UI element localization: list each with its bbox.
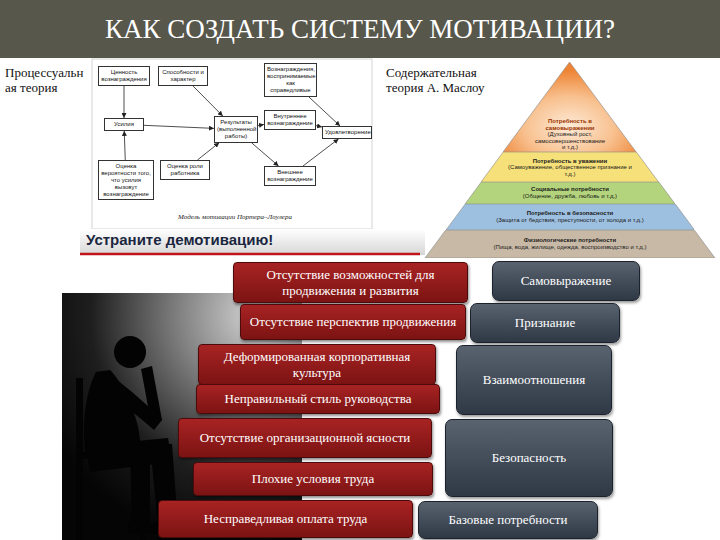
model-box: Усилия (104, 118, 144, 131)
need-box: Признание (470, 303, 620, 343)
need-heading: Потребность в уважении (533, 158, 607, 165)
need-box: Взаимоотношения (456, 345, 612, 415)
need-description: (Общение, дружба, любовь и т.д.) (523, 193, 617, 200)
need-heading: Социальные потребности (531, 186, 609, 193)
pyramid-level: Физиологические потребности(Пища, вода, … (425, 230, 715, 258)
box-text: Оценка вероятности того, что усилия вызо… (101, 163, 151, 197)
box-text: Самовыражение (521, 273, 612, 289)
box-text: Ценность вознаграждения (101, 69, 147, 83)
model-box: Внешнее вознаграждение (264, 166, 316, 186)
need-box: Базовые потребности (418, 501, 598, 539)
slide-title: КАК СОЗДАТЬ СИСТЕМУ МОТИВАЦИИ? (0, 0, 720, 58)
title-bar: КАК СОЗДАТЬ СИСТЕМУ МОТИВАЦИИ? (0, 0, 720, 58)
model-box: Ценность вознаграждения (98, 66, 150, 86)
box-text: Удовлетворение (325, 129, 369, 136)
arrow-connector (303, 139, 339, 166)
demotivator-box: Неправильный стиль руководства (196, 384, 440, 414)
box-text: Отсутствие возможностей для продвижения … (242, 267, 459, 298)
theory-label: Содержательная теория А. Маслоу (386, 66, 510, 96)
heading-underline (80, 253, 420, 256)
pyramid-level: Потребность в уважении(Самоуважение, общ… (481, 152, 659, 182)
box-text: Неправильный стиль руководства (225, 391, 412, 407)
need-heading: Физиологические потребности (524, 237, 616, 244)
theory-label: Процессуальн ая теория (5, 66, 91, 96)
pyramid-text-box: Социальные потребности(Общение, дружба, … (484, 183, 655, 203)
pyramid-level-fill (465, 182, 675, 204)
pyramid-level: Потребность в самовыражении(Духовный рос… (503, 62, 636, 152)
box-text: Вознаграждения, воспринимаемые как справ… (267, 66, 314, 94)
model-box: Внутреннее вознаграждение (264, 110, 316, 130)
figure-caption: Модель мотивации Портера–Лоулера (150, 213, 320, 221)
box-text: Базовые потребности (449, 512, 568, 528)
pyramid-text-box: Физиологические потребности(Пища, вода, … (449, 231, 691, 257)
model-panel (92, 59, 372, 229)
pyramid-level-fill (425, 230, 715, 258)
box-text: Признание (515, 315, 575, 331)
box-text: Взаимоотношения (483, 372, 585, 388)
pyramid-level: Потребность в безопасности(Защита от бед… (446, 204, 695, 230)
pyramid-text-box: Потребность в безопасности(Защита от бед… (468, 205, 672, 229)
pyramid-level: Социальные потребности(Общение, дружба, … (465, 182, 675, 204)
demotivator-box: Отсутствие перспектив продвижения (240, 304, 466, 340)
need-description: (Самоуважение, общественное признание и … (506, 164, 634, 177)
pyramid-level-fill (481, 152, 659, 182)
demotivator-box: Несправедливая оплата труда (158, 500, 413, 538)
box-text: Деформированная корпоративная культура (207, 349, 427, 380)
model-box: Вознаграждения, воспринимаемые как справ… (264, 63, 317, 97)
model-box: Результаты (выполненной работы) (214, 116, 258, 143)
arrow-connector (251, 143, 278, 166)
model-box: Удовлетворение (322, 126, 372, 139)
pyramid-level-fill (503, 62, 636, 152)
heading-band (80, 229, 425, 255)
demotivator-box: Плохие условия труда (193, 462, 433, 496)
pyramid-text-box: Потребность в уважении(Самоуважение, общ… (506, 154, 634, 181)
section-heading: Устраните демотивацию! (86, 231, 416, 248)
arrow-connector (193, 86, 223, 116)
box-text: Внешнее вознаграждение (267, 169, 313, 183)
model-box: Оценка вероятности того, что усилия вызо… (98, 160, 154, 200)
need-heading: Потребность в безопасности (527, 210, 614, 217)
arrow-connector (197, 143, 219, 160)
box-text: Отсутствие перспектив продвижения (250, 314, 456, 330)
need-description: (Защита от бедствия, преступности, от хо… (496, 217, 644, 224)
arrow-connector (124, 131, 125, 160)
need-heading: Потребность в самовыражении (533, 118, 608, 131)
arrow-connector (144, 125, 214, 128)
demotivator-box: Отсутствие организационной ясности (178, 418, 432, 458)
box-text: Несправедливая оплата труда (204, 511, 368, 527)
need-description: (Духовный рост, самосовершенствование и … (533, 131, 608, 151)
pyramid-level-fill (446, 204, 695, 230)
pyramid-text-box: Потребность в самовыражении(Духовный рос… (533, 118, 608, 151)
need-description: (Пища, вода, жилище, одежда, воспроизвод… (494, 244, 647, 251)
box-text: Способности и характер (161, 69, 205, 83)
box-text: Безопасность (492, 450, 567, 466)
model-box: Способности и характер (158, 66, 208, 86)
demotivator-box: Отсутствие возможностей для продвижения … (233, 262, 468, 303)
box-text: Отсутствие организационной ясности (200, 430, 411, 446)
box-text: Плохие условия труда (252, 471, 374, 487)
demotivator-box: Деформированная корпоративная культура (198, 344, 436, 385)
box-text: Результаты (выполненной работы) (217, 119, 255, 140)
need-box: Самовыражение (492, 261, 640, 301)
box-text: Внутреннее вознаграждение (267, 113, 313, 127)
box-text: Оценка роли работника (163, 163, 207, 177)
box-text: Усилия (107, 121, 141, 128)
arrow-connector (124, 86, 125, 118)
model-box: Оценка роли работника (160, 160, 210, 180)
need-box: Безопасность (445, 419, 613, 497)
